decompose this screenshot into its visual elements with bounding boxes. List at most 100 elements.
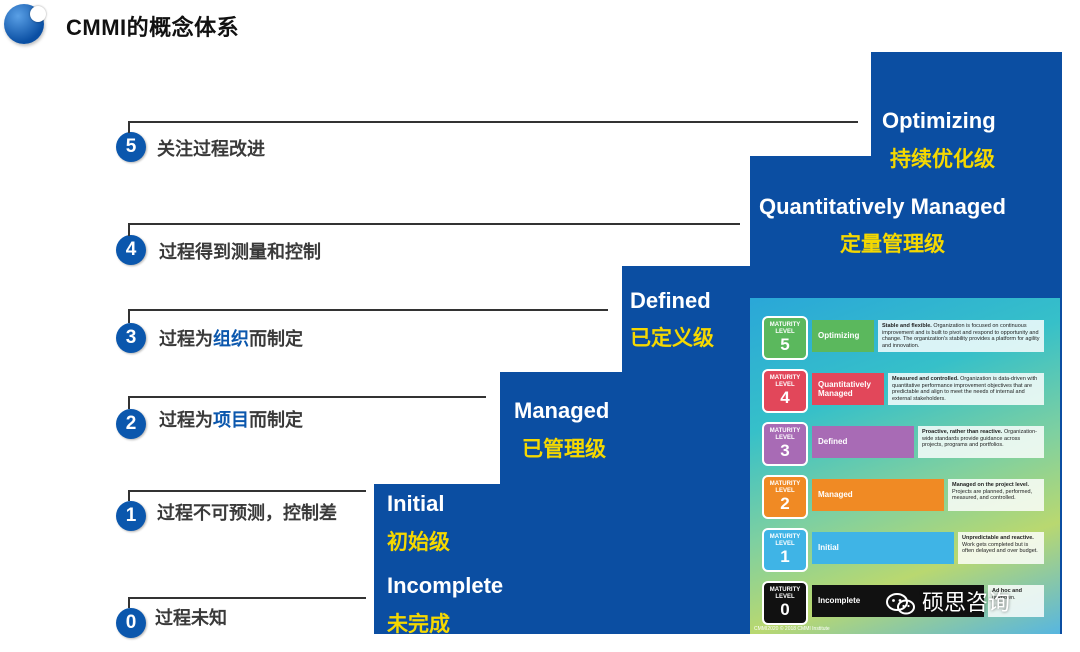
poster-badge-label: MATURITY LEVEL	[769, 587, 801, 600]
level-text-2: 过程为项目而制定	[159, 406, 303, 432]
poster-desc-1: Unpredictable and reactive. Work gets co…	[958, 532, 1044, 564]
poster-band-4: Quantitatively Managed	[812, 373, 884, 405]
poster-band-1: Initial	[812, 532, 954, 564]
level-tick-1	[128, 490, 130, 501]
level-badge-4: 4	[116, 235, 146, 265]
stair-step-4	[750, 156, 1062, 298]
poster-desc-text: Organization is focused on continuous im…	[882, 323, 1040, 349]
level-tick-5	[128, 121, 130, 133]
level-tick-3	[128, 309, 130, 323]
poster-desc-bold: Measured and controlled.	[892, 376, 959, 382]
level-text-3-highlight: 组织	[213, 329, 249, 349]
level-text-2-pre: 过程为	[159, 410, 213, 430]
stair-cn-optimizing: 持续优化级	[890, 148, 995, 171]
stair-step-0	[374, 572, 500, 634]
poster-badge-number: 5	[780, 335, 790, 354]
poster-band-0: Incomplete	[812, 585, 984, 617]
stair-cn-incomplete: 未完成	[387, 613, 450, 636]
level-line-1	[128, 490, 366, 492]
poster-badge-label: MATURITY LEVEL	[769, 534, 801, 547]
stair-step-2	[500, 372, 622, 634]
poster-badge-label: MATURITY LEVEL	[769, 322, 801, 335]
poster-desc-text: Organization is data-driven with quantit…	[892, 376, 1038, 402]
level-text-5: 关注过程改进	[157, 139, 265, 159]
poster-badge-number: 0	[780, 600, 790, 619]
poster-badge-label: MATURITY LEVEL	[769, 428, 801, 441]
poster-desc-bold: Managed on the project level.	[952, 482, 1030, 488]
level-line-0	[128, 597, 366, 599]
level-text-2-highlight: 项目	[213, 410, 249, 430]
wechat-icon	[886, 593, 915, 615]
stair-cn-quantitatively-managed: 定量管理级	[840, 233, 945, 256]
level-line-2	[128, 396, 486, 398]
poster-desc-3: Proactive, rather than reactive. Organiz…	[918, 426, 1044, 458]
stair-label-quantitatively-managed: Quantitatively Managed	[759, 194, 1006, 219]
poster-badge-label: MATURITY LEVEL	[769, 375, 801, 388]
stair-cn-managed: 已管理级	[522, 438, 606, 461]
poster-desc-text: unknown.	[992, 594, 1016, 601]
level-text-0: 过程未知	[155, 608, 227, 628]
stair-cn-defined: 已定义级	[630, 327, 714, 350]
poster-badge-number: 2	[780, 494, 790, 513]
poster-band-4-text: Quantitatively Managed	[818, 380, 871, 398]
level-line-4	[128, 223, 740, 225]
level-line-5	[128, 121, 858, 123]
poster-badge-label: MATURITY LEVEL	[769, 481, 801, 494]
poster-desc-bold: Ad hoc and	[992, 588, 1022, 594]
poster-desc-text: Organization-wide standards provide guid…	[922, 429, 1037, 448]
watermark-text: 硕思咨询	[922, 590, 1011, 615]
level-badge-5: 5	[116, 132, 146, 162]
logo-dot-icon	[30, 6, 46, 22]
level-badge-1: 1	[116, 501, 146, 531]
poster-band-2: Managed	[812, 479, 944, 511]
level-text-3-pre: 过程为	[159, 329, 213, 349]
level-text-4: 过程得到测量和控制	[159, 242, 321, 262]
poster-badge-number: 4	[780, 388, 790, 407]
poster-desc-bold: Unpredictable and reactive.	[962, 535, 1034, 541]
poster-desc-bold: Stable and flexible.	[882, 323, 932, 329]
poster-band-3: Defined	[812, 426, 914, 458]
poster-desc-text: Work gets completed but is often delayed…	[962, 541, 1038, 555]
watermark: 硕思咨询	[886, 586, 1010, 620]
level-text-3-post: 而制定	[249, 329, 303, 349]
level-badge-3: 3	[116, 323, 146, 353]
poster-desc-text: Projects are planned, performed, measure…	[952, 488, 1033, 502]
level-tick-0	[128, 597, 130, 608]
stair-step-1	[374, 484, 500, 572]
poster-desc-5: Stable and flexible. Organization is foc…	[878, 320, 1044, 352]
poster-footer: CMMI2020 © 2018 CMMI Institute	[754, 626, 830, 632]
poster-desc-bold: Proactive, rather than reactive.	[922, 429, 1003, 435]
level-tick-4	[128, 223, 130, 236]
poster-badge-number: 1	[780, 547, 790, 566]
level-text-1: 过程不可预测，控制差	[157, 503, 337, 523]
stair-label-initial: Initial	[387, 491, 445, 516]
level-badge-2: 2	[116, 409, 146, 439]
poster-desc-0: Ad hoc and unknown.	[988, 585, 1044, 617]
level-badge-0: 0	[116, 608, 146, 638]
level-text-2-post: 而制定	[249, 410, 303, 430]
stair-label-managed: Managed	[514, 398, 610, 423]
level-text-3: 过程为组织而制定	[159, 325, 303, 351]
stair-cn-initial: 初始级	[387, 531, 450, 554]
level-line-3	[128, 309, 608, 311]
stair-label-incomplete: Incomplete	[387, 573, 504, 598]
stair-step-5	[871, 52, 1062, 156]
poster-band-5: Optimizing	[812, 320, 874, 352]
stair-label-defined: Defined	[630, 288, 711, 313]
stair-label-optimizing: Optimizing	[882, 108, 996, 133]
poster-desc-2: Managed on the project level. Projects a…	[948, 479, 1044, 511]
poster-badge-number: 3	[780, 441, 790, 460]
